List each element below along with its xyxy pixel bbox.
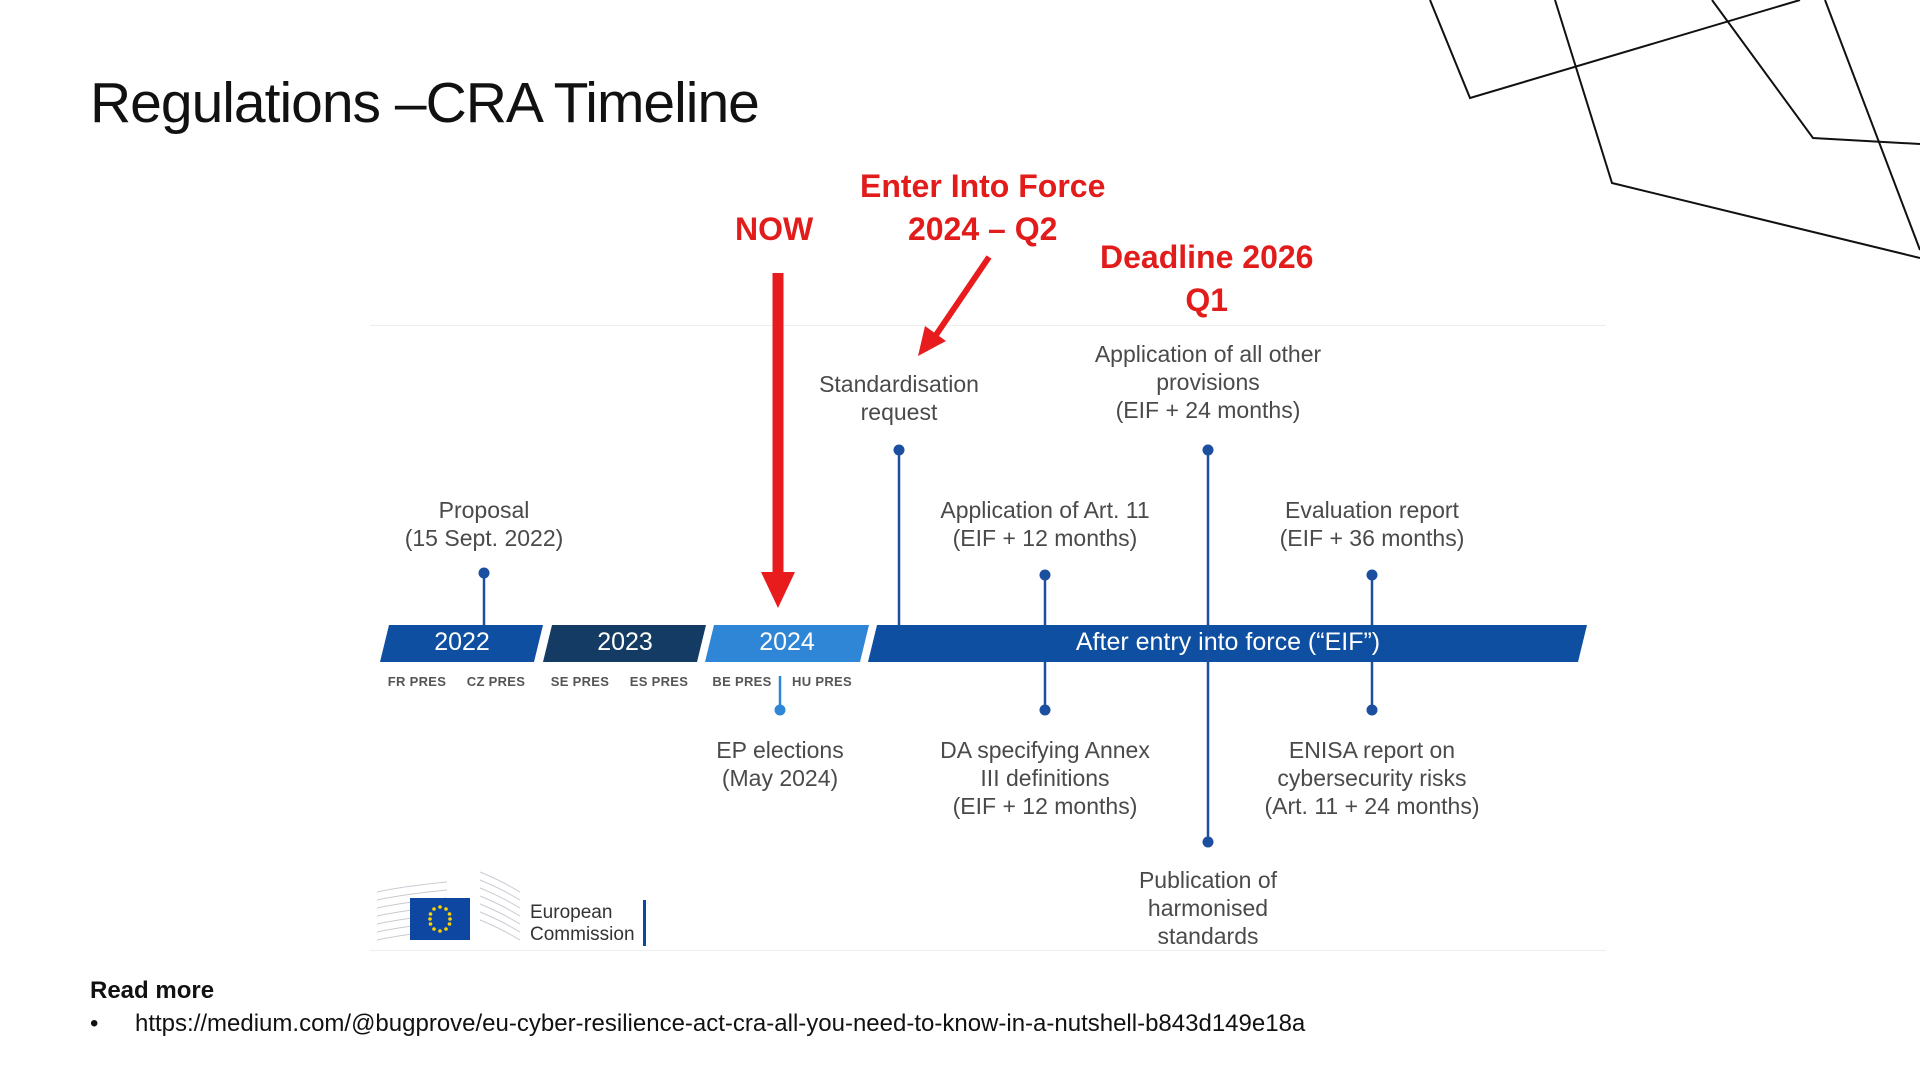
- segment-label-2024: 2024: [759, 628, 815, 656]
- event-application-art11: Application of Art. 11 (EIF + 12 months): [940, 496, 1149, 552]
- event-line: Standardisation: [819, 371, 979, 397]
- event-evaluation-report: Evaluation report (EIF + 36 months): [1280, 496, 1465, 552]
- enter-into-force-arrow: [918, 255, 992, 356]
- event-harmonised-standards: Publication of harmonised standards: [1139, 866, 1277, 950]
- harmonised-standards-dot: [1202, 836, 1214, 848]
- event-line: Application of all other: [1094, 341, 1322, 367]
- deadline-label: Deadline 2026 Q1: [1100, 236, 1313, 322]
- event-line: (May 2024): [721, 765, 839, 791]
- proposal-dot: [478, 567, 490, 579]
- presidency-label: ES PRES: [629, 674, 689, 689]
- european-commission-logo-icon: [376, 871, 521, 941]
- event-line: harmonised: [1147, 895, 1269, 921]
- now-arrow: [761, 273, 795, 608]
- event-ep-elections: EP elections (May 2024): [716, 736, 843, 792]
- ep-elections-dot: [774, 704, 786, 716]
- event-enisa-report: ENISA report on cybersecurity risks (Art…: [1265, 736, 1480, 820]
- event-line: (EIF + 12 months): [952, 793, 1138, 819]
- event-line: (EIF + 36 months): [1279, 525, 1465, 551]
- presidency-label: CZ PRES: [466, 674, 526, 689]
- event-line: Application of Art. 11: [940, 497, 1150, 523]
- event-application-other-provisions: Application of all other provisions (EIF…: [1095, 340, 1321, 424]
- european-commission-text: European Commission: [530, 902, 635, 946]
- presidency-label: SE PRES: [550, 674, 610, 689]
- event-line: provisions: [1156, 369, 1260, 395]
- event-line: DA specifying Annex: [940, 737, 1150, 763]
- read-more-heading: Read more: [90, 977, 215, 1004]
- medium-article-link[interactable]: https://medium.com/@bugprove/eu-cyber-re…: [135, 1010, 1306, 1037]
- presidency-label: FR PRES: [387, 674, 447, 689]
- event-line: Evaluation report: [1285, 497, 1459, 523]
- event-line: (EIF + 24 months): [1115, 397, 1301, 423]
- other-provisions-dot: [1202, 444, 1214, 456]
- image-top-rule: [370, 325, 1606, 326]
- event-proposal: Proposal (15 Sept. 2022): [405, 496, 564, 552]
- bullet: •: [90, 1010, 99, 1037]
- art11-dot: [1039, 569, 1051, 581]
- enter-into-force-label: Enter Into Force 2024 – Q2: [860, 165, 1105, 251]
- event-line: Proposal: [438, 497, 530, 523]
- event-line: request: [860, 399, 938, 425]
- segment-label-2022: 2022: [434, 628, 490, 656]
- enter-into-force-line2: 2024 – Q2: [907, 211, 1058, 247]
- event-line: standards: [1157, 923, 1259, 949]
- ec-divider: [643, 900, 646, 946]
- presidency-label: HU PRES: [792, 674, 852, 689]
- enter-into-force-line1: Enter Into Force: [860, 168, 1106, 204]
- presidency-label: BE PRES: [712, 674, 772, 689]
- ec-line1: European: [530, 902, 613, 923]
- event-line: EP elections: [716, 737, 844, 763]
- event-line: cybersecurity risks: [1277, 765, 1467, 791]
- event-standardisation-request: Standardisation request: [819, 370, 979, 426]
- event-line: III definitions: [980, 765, 1110, 791]
- event-line: (15 Sept. 2022): [404, 525, 564, 551]
- event-line: (EIF + 12 months): [952, 525, 1138, 551]
- event-line: ENISA report on: [1288, 737, 1456, 763]
- image-bottom-rule: [370, 950, 1606, 951]
- enisa-dot: [1366, 704, 1378, 716]
- ec-line2: Commission: [530, 924, 635, 945]
- event-line: Publication of: [1138, 867, 1278, 893]
- standardisation-dot: [893, 444, 905, 456]
- deadline-line1: Deadline 2026: [1100, 239, 1314, 275]
- slide-title: Regulations –CRA Timeline: [90, 71, 760, 135]
- event-line: (Art. 11 + 24 months): [1264, 793, 1480, 819]
- deadline-line2: Q1: [1185, 282, 1229, 318]
- segment-label-eif: After entry into force (“EIF”): [1075, 628, 1381, 656]
- segment-label-2023: 2023: [597, 628, 653, 656]
- now-label: NOW: [735, 211, 814, 247]
- event-da-annex-iii: DA specifying Annex III definitions (EIF…: [940, 736, 1150, 820]
- read-more-link-row: • https://medium.com/@bugprove/eu-cyber-r…: [90, 1010, 1305, 1038]
- evaluation-dot: [1366, 569, 1378, 581]
- da-annex-dot: [1039, 704, 1051, 716]
